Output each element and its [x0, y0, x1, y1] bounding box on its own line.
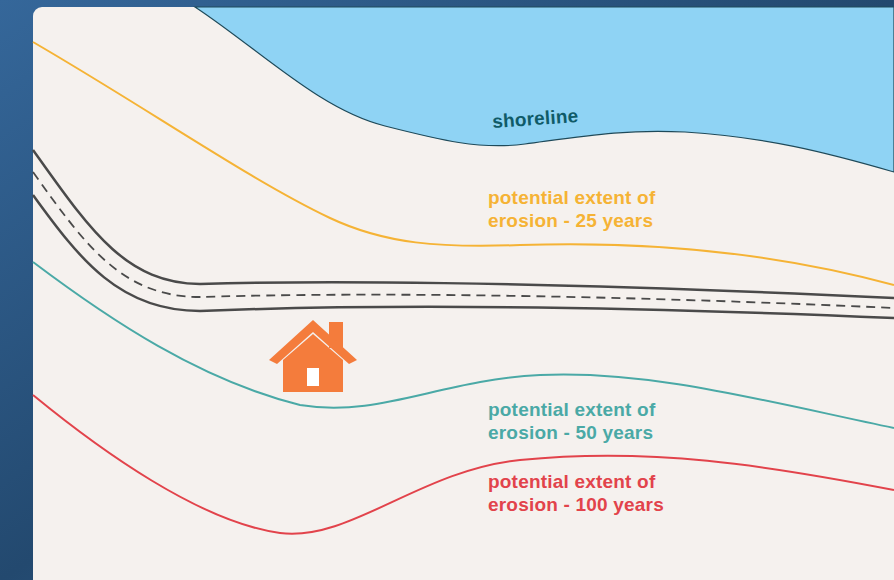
erosion-line-100	[33, 395, 894, 534]
sea-area	[195, 7, 894, 172]
erosion-100-label: potential extent of erosion - 100 years	[488, 470, 728, 516]
road-edge	[33, 150, 894, 298]
road-edge	[33, 195, 894, 318]
erosion-line-50	[33, 262, 894, 428]
erosion-line-25	[33, 42, 894, 285]
erosion-25-label: potential extent of erosion - 25 years	[488, 186, 728, 232]
erosion-50-label: potential extent of erosion - 50 years	[488, 398, 728, 444]
house-icon	[269, 320, 357, 392]
road-centre-line	[33, 172, 894, 308]
map-card	[33, 7, 894, 580]
